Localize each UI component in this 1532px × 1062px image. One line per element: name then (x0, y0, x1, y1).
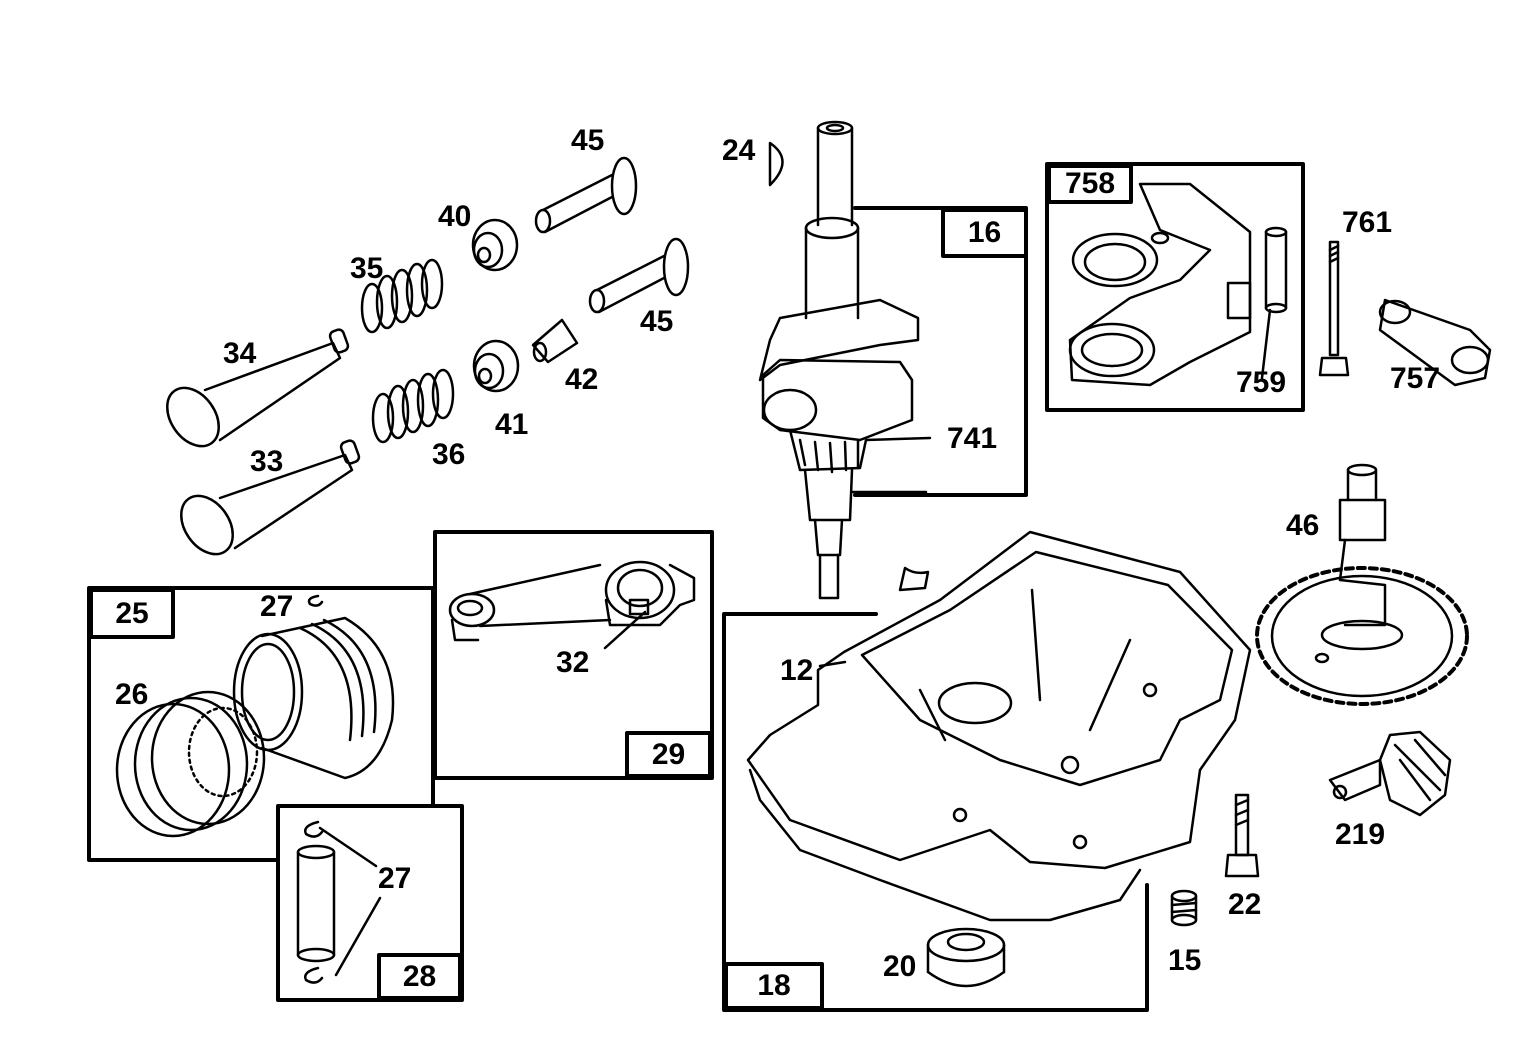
part-label-761[interactable]: 761 (1342, 206, 1393, 239)
part-label-20[interactable]: 20 (883, 950, 917, 983)
kit-box-29 (433, 530, 714, 780)
sump-18-drawing (746, 530, 1252, 922)
pin-759-drawing (1260, 226, 1288, 380)
kit-label-16[interactable]: 16 (967, 216, 1002, 249)
part-label-35[interactable]: 35 (350, 252, 384, 285)
gasket-12-leader (818, 660, 847, 668)
kit-label-25[interactable]: 25 (115, 596, 149, 630)
kit-label-18[interactable]: 18 (757, 969, 791, 1002)
part-label-219[interactable]: 219 (1335, 818, 1386, 851)
part-label-32[interactable]: 32 (556, 646, 590, 679)
tappet-45-upper-drawing (534, 156, 638, 234)
key-24-drawing (768, 141, 784, 187)
part-label-12[interactable]: 12 (780, 654, 814, 687)
part-label-24[interactable]: 24 (722, 134, 756, 167)
valve-spring-36-drawing (371, 368, 455, 444)
wrist-pin-28-drawing (296, 820, 382, 984)
crankshaft-741-drawing (758, 120, 932, 600)
keeper-42-drawing (531, 318, 579, 364)
kit-label-28[interactable]: 28 (402, 959, 437, 993)
part-label-15[interactable]: 15 (1168, 944, 1202, 977)
screw-761-drawing (1318, 240, 1350, 377)
kit-label-758[interactable]: 758 (1064, 167, 1116, 200)
part-label-42[interactable]: 42 (565, 363, 599, 396)
part-label-741[interactable]: 741 (947, 422, 998, 455)
part-label-27-upper[interactable]: 27 (260, 590, 294, 623)
kit-label-29[interactable]: 29 (651, 737, 686, 771)
part-label-40[interactable]: 40 (438, 200, 472, 233)
valve-34-drawing (166, 328, 350, 448)
link-757-drawing (1378, 298, 1492, 387)
connecting-rod-32-drawing (448, 560, 696, 650)
part-label-757[interactable]: 757 (1390, 362, 1441, 395)
part-label-26[interactable]: 26 (115, 678, 149, 711)
bolt-22-drawing (1224, 793, 1260, 878)
part-label-34[interactable]: 34 (223, 337, 257, 370)
part-label-759[interactable]: 759 (1236, 366, 1287, 399)
clip-27-upper-drawing (307, 594, 324, 607)
valve-spring-35-drawing (360, 258, 444, 334)
part-label-22[interactable]: 22 (1228, 888, 1262, 921)
part-label-36[interactable]: 36 (432, 438, 466, 471)
part-label-27-lower[interactable]: 27 (378, 862, 412, 895)
retainer-40-drawing (471, 218, 519, 272)
valve-33-drawing (180, 439, 361, 556)
drain-plug-15-drawing (1170, 889, 1198, 927)
kit-box-28 (276, 804, 464, 1002)
part-label-33[interactable]: 33 (250, 445, 284, 478)
piston-rings-26-drawing (115, 690, 266, 838)
kit-box-16 (853, 206, 1028, 497)
part-label-45-lower[interactable]: 45 (640, 305, 674, 338)
part-label-41[interactable]: 41 (495, 408, 529, 441)
part-label-45-upper[interactable]: 45 (571, 124, 605, 157)
part-label-46[interactable]: 46 (1286, 509, 1320, 542)
governor-bracket-758-drawing (1068, 182, 1252, 387)
tappet-45-lower-drawing (588, 237, 690, 314)
camshaft-46-drawing (1255, 463, 1469, 706)
oil-seal-20-drawing (926, 927, 1006, 988)
retainer-41-drawing (472, 339, 520, 393)
governor-219-drawing (1328, 730, 1452, 817)
kit-box-18 (722, 612, 1149, 1012)
piston-25-drawing (232, 616, 395, 780)
kit-box-758 (1045, 162, 1305, 412)
